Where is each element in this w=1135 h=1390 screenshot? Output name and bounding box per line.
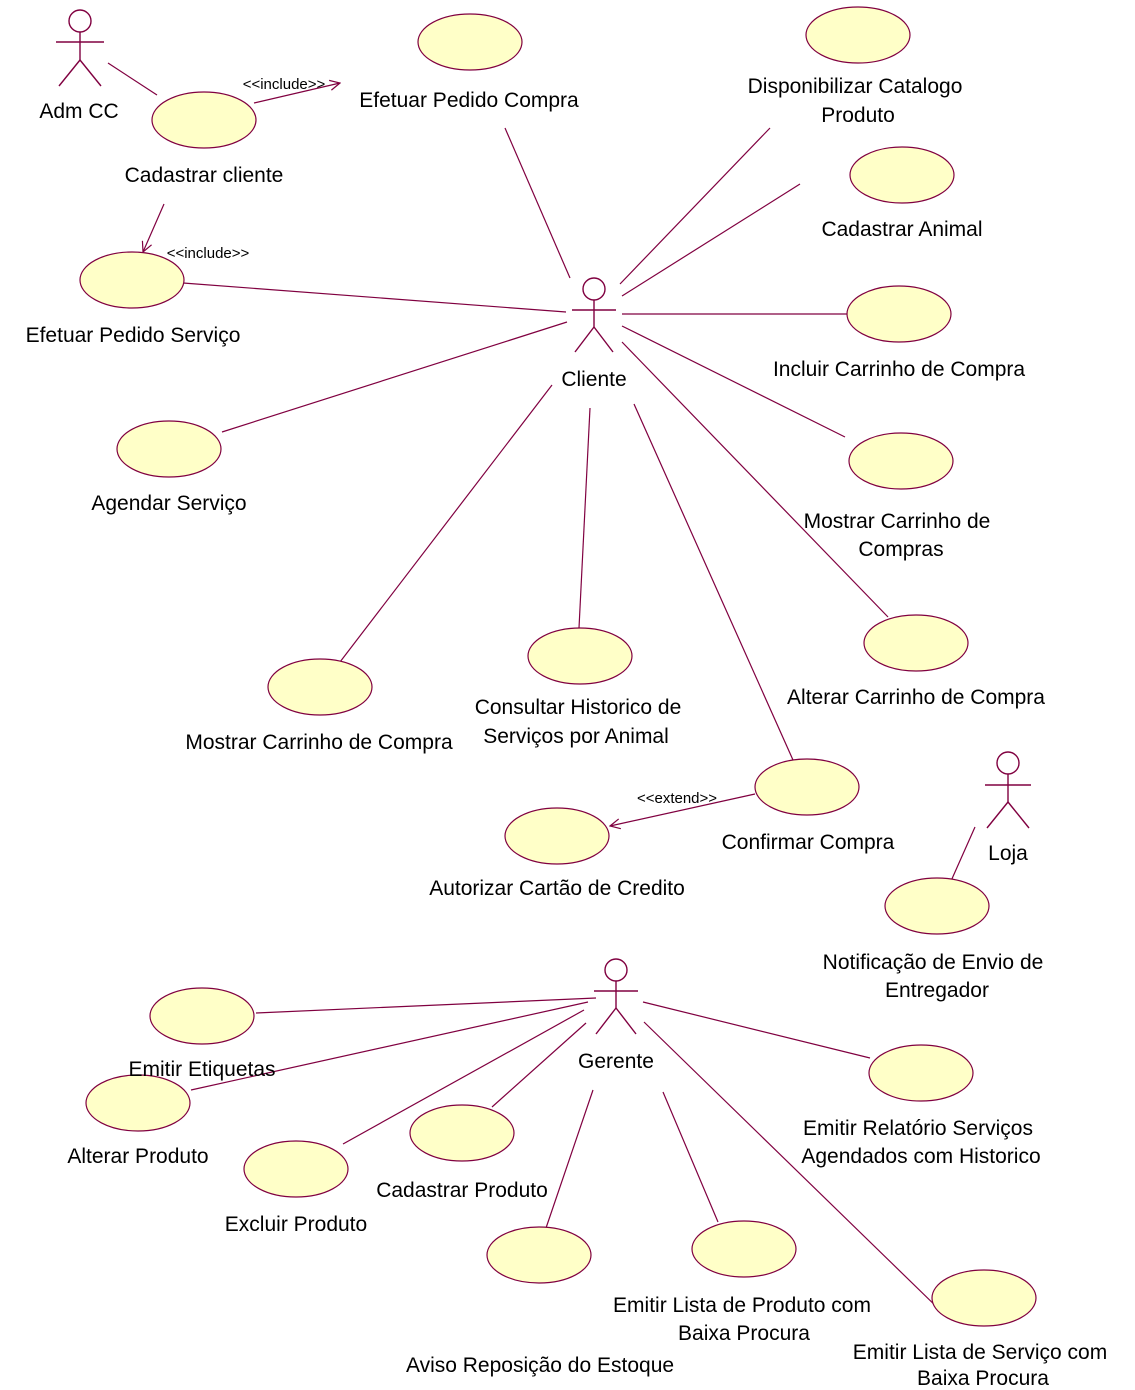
label-emitir-relatorio-line1: Emitir Relatório Serviços — [803, 1117, 1033, 1140]
actor-loja[interactable] — [985, 751, 1031, 829]
assoc-gerente-emitir-lista-produto — [662, 1091, 719, 1223]
label-efetuar-pedido-compra: Efetuar Pedido Compra — [359, 89, 579, 112]
uc-autorizar-cartao[interactable] — [504, 807, 610, 865]
label-aviso-reposicao: Aviso Reposição do Estoque — [406, 1354, 674, 1377]
label-alterar-produto: Alterar Produto — [67, 1145, 208, 1168]
assoc-admcc-cadastrar-cliente — [107, 62, 158, 96]
uc-emitir-lista-servico[interactable] — [931, 1269, 1037, 1327]
assoc-cliente-alterar-carrinho — [621, 341, 889, 618]
assoc-loja-notificacao — [950, 826, 976, 882]
label-disponibilizar-catalogo-line1: Disponibilizar Catalogo — [748, 75, 963, 98]
assoc-cliente-disponibilizar-catalogo — [619, 127, 771, 285]
label-notificacao-envio-line2: Entregador — [885, 979, 989, 1002]
assoc-cliente-confirmar-compra — [633, 403, 794, 761]
label-mostrar-carrinho-compras-line1: Mostrar Carrinho de — [804, 510, 991, 533]
label-notificacao-envio-line1: Notificação de Envio de — [823, 951, 1044, 974]
label-agendar-servico: Agendar Serviço — [91, 492, 246, 515]
include-efetuar-pedido-servico-arrow — [143, 203, 165, 252]
label-mostrar-carrinho-compras-line2: Compras — [858, 538, 943, 561]
uc-emitir-lista-produto[interactable] — [691, 1220, 797, 1278]
label-consultar-historico-line2: Serviços por Animal — [483, 725, 669, 748]
actor-head — [996, 751, 1020, 775]
actor-label-adm-cc: Adm CC — [39, 100, 118, 123]
label-emitir-lista-produto-line1: Emitir Lista de Produto com — [613, 1294, 871, 1317]
label-mostrar-carrinho-compra: Mostrar Carrinho de Compra — [185, 731, 453, 754]
label-autorizar-cartao: Autorizar Cartão de Credito — [429, 877, 685, 900]
assoc-cliente-agendar-servico — [221, 321, 568, 433]
assoc-gerente-aviso-reposicao — [545, 1089, 594, 1229]
uc-efetuar-pedido-compra[interactable] — [417, 13, 523, 71]
uc-confirmar-compra[interactable] — [754, 758, 860, 816]
assoc-gerente-alterar-produto — [190, 1001, 589, 1091]
actor-cliente[interactable] — [572, 277, 616, 353]
uc-incluir-carrinho[interactable] — [846, 285, 952, 343]
label-emitir-lista-servico-line2: Baixa Procura — [917, 1367, 1049, 1390]
uc-emitir-relatorio-servicos[interactable] — [868, 1044, 974, 1102]
assoc-cliente-mostrar-carrinho-compras — [621, 325, 846, 438]
uc-consultar-historico[interactable] — [527, 627, 633, 685]
assoc-cliente-efetuar-pedido-compra — [504, 127, 571, 279]
label-consultar-historico-line1: Consultar Historico de — [475, 696, 682, 719]
actor-label-gerente: Gerente — [578, 1050, 654, 1073]
label-confirmar-compra: Confirmar Compra — [722, 831, 895, 854]
actor-label-loja: Loja — [988, 842, 1028, 865]
stereotype-include-servico: <<include>> — [167, 245, 250, 262]
label-disponibilizar-catalogo-line2: Produto — [821, 104, 895, 127]
label-cadastrar-cliente: Cadastrar cliente — [125, 164, 284, 187]
actor-head — [604, 958, 628, 982]
label-emitir-relatorio-line2: Agendados com Historico — [801, 1145, 1040, 1168]
assoc-cliente-efetuar-pedido-servico — [182, 282, 567, 313]
label-incluir-carrinho: Incluir Carrinho de Compra — [773, 358, 1025, 381]
assoc-cliente-consultar-historico — [578, 407, 591, 629]
actor-head — [68, 9, 92, 33]
uc-notificacao-envio[interactable] — [884, 877, 990, 935]
uc-mostrar-carrinho-compra[interactable] — [267, 658, 373, 716]
uc-efetuar-pedido-servico[interactable] — [79, 251, 185, 309]
uc-cadastrar-cliente[interactable] — [151, 91, 257, 149]
uc-cadastrar-animal[interactable] — [849, 146, 955, 204]
actor-adm-cc[interactable] — [56, 9, 104, 87]
label-emitir-lista-produto-line2: Baixa Procura — [678, 1322, 810, 1345]
use-cases — [79, 6, 1037, 1327]
assoc-gerente-emitir-etiquetas — [255, 997, 597, 1014]
dependencies — [143, 83, 756, 826]
actor-gerente[interactable] — [594, 958, 638, 1035]
uc-mostrar-carrinho-compras[interactable] — [848, 432, 954, 490]
label-emitir-etiquetas: Emitir Etiquetas — [128, 1058, 275, 1081]
assoc-gerente-emitir-lista-servico — [643, 1021, 945, 1315]
label-cadastrar-animal: Cadastrar Animal — [821, 218, 982, 241]
stereotype-include-compra: <<include>> — [243, 76, 326, 93]
uc-cadastrar-produto[interactable] — [409, 1104, 515, 1162]
assoc-gerente-emitir-relatorio — [642, 1001, 871, 1059]
label-efetuar-pedido-servico: Efetuar Pedido Serviço — [26, 324, 241, 347]
extend-autorizar-cartao-arrow — [610, 793, 756, 826]
uc-aviso-reposicao[interactable] — [486, 1226, 592, 1284]
associations — [107, 62, 976, 1315]
uc-agendar-servico[interactable] — [116, 420, 222, 478]
uc-emitir-etiquetas[interactable] — [149, 987, 255, 1045]
assoc-cliente-cadastrar-animal — [621, 183, 801, 297]
uc-disponibilizar-catalogo[interactable] — [805, 6, 911, 64]
assoc-cliente-mostrar-carrinho-compra — [339, 384, 553, 663]
actor-label-cliente: Cliente — [561, 368, 626, 391]
include-efetuar-pedido-compra-arrow — [253, 83, 340, 104]
label-cadastrar-produto: Cadastrar Produto — [376, 1179, 548, 1202]
label-excluir-produto: Excluir Produto — [225, 1213, 367, 1236]
label-alterar-carrinho: Alterar Carrinho de Compra — [787, 686, 1045, 709]
stereotype-extend-cartao: <<extend>> — [637, 790, 717, 807]
uc-excluir-produto[interactable] — [243, 1140, 349, 1198]
label-emitir-lista-servico-line1: Emitir Lista de Serviço com — [853, 1341, 1107, 1364]
actor-head — [582, 277, 606, 301]
uc-alterar-carrinho[interactable] — [863, 614, 969, 672]
assoc-gerente-cadastrar-produto — [491, 1022, 587, 1108]
assoc-gerente-excluir-produto — [342, 1009, 585, 1145]
uc-alterar-produto[interactable] — [85, 1074, 191, 1132]
